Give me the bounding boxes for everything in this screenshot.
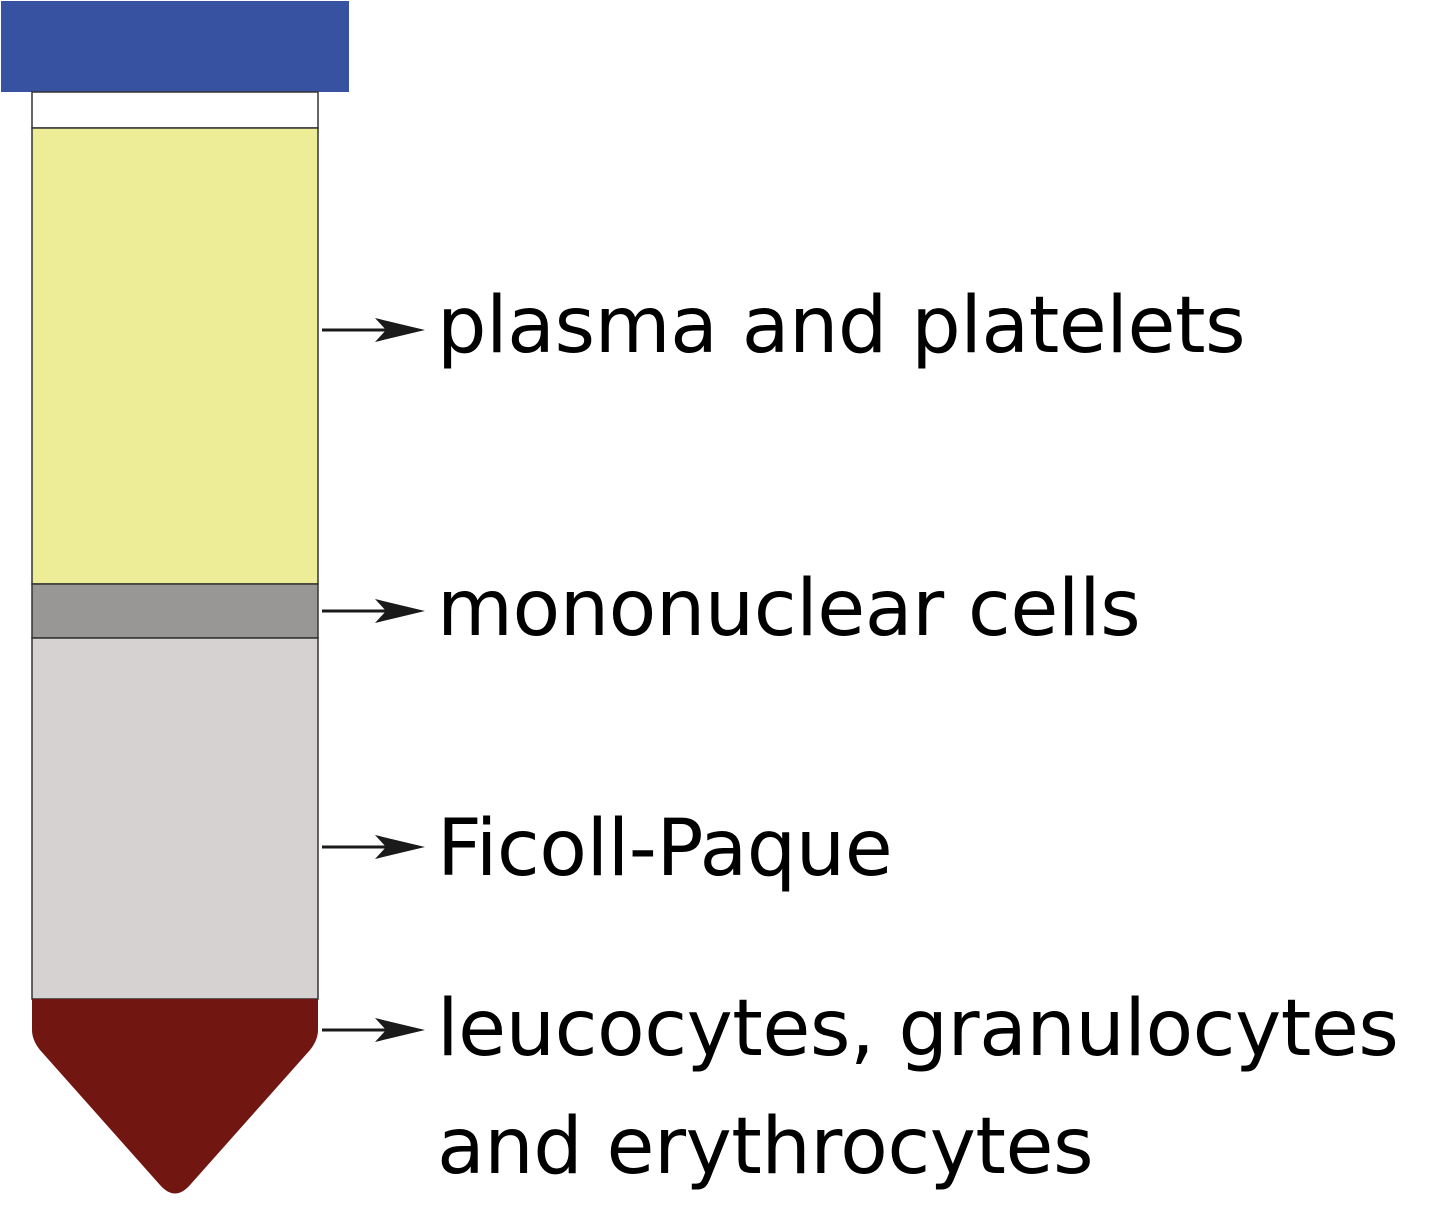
tube-headspace <box>31 91 319 129</box>
tube-cap <box>1 1 349 92</box>
plasma-layer <box>31 127 319 585</box>
pellet-label-line-1: leucocytes, granulocytes <box>437 984 1399 1074</box>
ficoll-label: Ficoll-Paque <box>437 804 893 894</box>
mononuclear-label: mononuclear cells <box>437 564 1141 654</box>
arrow-plasma <box>322 318 425 342</box>
pellet-label: leucocytes, granulocytes and erythrocyte… <box>437 970 1399 1206</box>
arrow-pellet <box>322 1018 425 1042</box>
ficoll-layer <box>31 637 319 1000</box>
pellet-layer <box>32 999 318 1194</box>
mononuclear-layer <box>31 583 319 639</box>
pellet-label-line-2: and erythrocytes <box>437 1102 1094 1192</box>
arrow-mononuclear <box>322 599 425 623</box>
arrow-ficoll <box>322 835 425 859</box>
plasma-label: plasma and platelets <box>437 281 1246 371</box>
